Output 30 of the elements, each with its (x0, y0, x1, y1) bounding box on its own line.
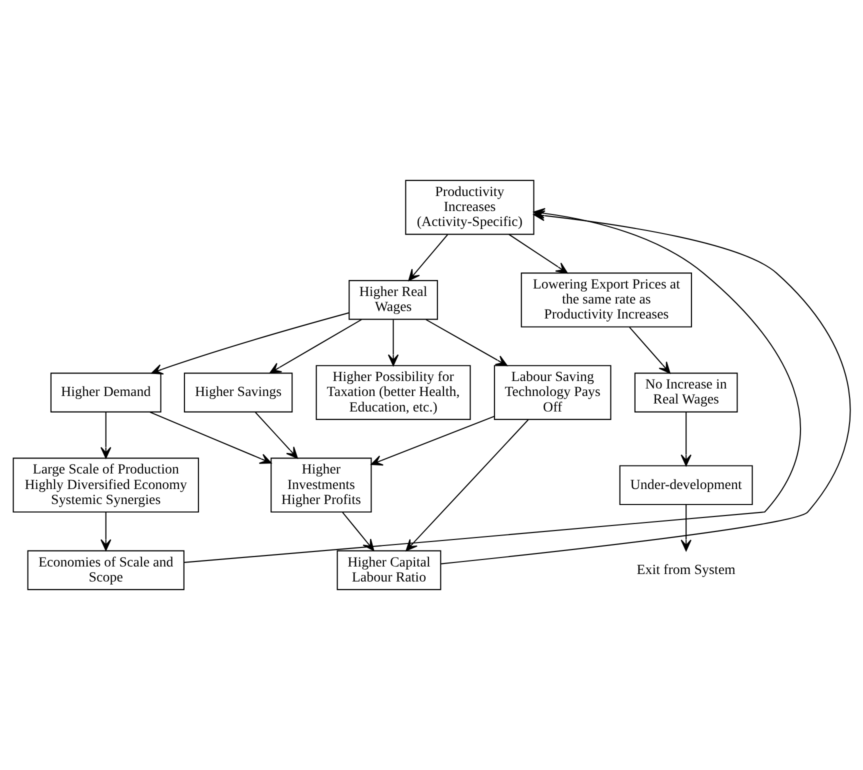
node-box: Higher Savings (183, 372, 292, 412)
arrow (628, 326, 670, 374)
arrow (425, 319, 508, 366)
node-box: Higher Real Wages (348, 280, 438, 320)
node-box: Lowering Export Prices at the same rate as Productivity Increases (520, 272, 692, 328)
node-box: No Increase in Real Wages (634, 372, 738, 412)
node-box: Higher Demand (50, 372, 161, 412)
arrow (440, 210, 850, 564)
node-box: Productivity Increases (Activity-Specific) (404, 180, 534, 235)
arrow (408, 234, 448, 282)
arrow (508, 234, 568, 274)
arrow (405, 419, 528, 552)
arrow (100, 512, 111, 551)
node-box: Labour Saving Technology Pays Off (493, 365, 611, 420)
arrow (680, 504, 691, 552)
node-box: Higher Capital Labour Ratio (336, 550, 441, 590)
arrow (370, 416, 494, 466)
node-box: Higher Investments Higher Profits (270, 458, 372, 513)
node-box: Economies of Scale and Scope (26, 550, 184, 590)
arrow (387, 320, 398, 366)
arrow (150, 312, 349, 375)
node-box: Higher Possibility for Taxation (better Health, Education, etc.) (315, 365, 470, 420)
arrow (268, 319, 362, 374)
node-text: Exit from System (636, 562, 735, 578)
node-box: Under-development (618, 465, 752, 506)
arrow (149, 412, 272, 464)
node-box: Large Scale of Production Highly Diversified Economy Systemic Synergies (12, 458, 198, 513)
arrow (254, 412, 298, 459)
arrow (680, 412, 691, 466)
arrow (100, 412, 111, 459)
